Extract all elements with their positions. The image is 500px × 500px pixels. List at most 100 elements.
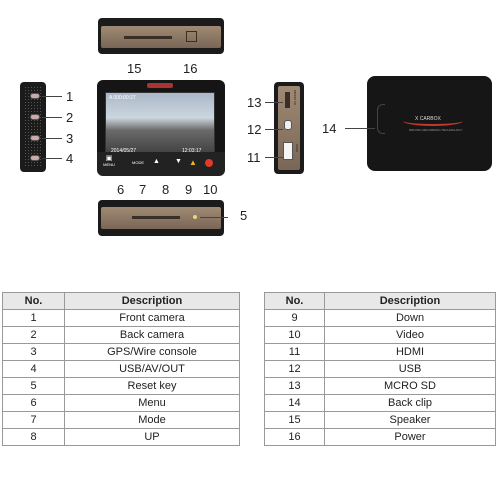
no-header: No. xyxy=(2,292,65,310)
power-button[interactable] xyxy=(186,31,197,42)
menu-icon: ▣ xyxy=(105,155,113,162)
up-button[interactable]: ▲ xyxy=(153,158,160,165)
leader-5 xyxy=(200,217,228,218)
row-number: 16 xyxy=(264,428,325,446)
mode-label: MODE xyxy=(132,160,144,165)
callout-6: 6 xyxy=(117,182,125,197)
callout-10: 10 xyxy=(203,182,218,197)
screen-timer: A 000:00:27 xyxy=(109,95,136,101)
callout-2: 2 xyxy=(66,110,74,125)
row-number: 6 xyxy=(2,394,65,412)
callout-4: 4 xyxy=(66,151,74,166)
table-header-row: No. Description xyxy=(2,292,240,310)
row-number: 7 xyxy=(2,411,65,429)
row-description: Reset key xyxy=(64,377,240,395)
usb-port[interactable] xyxy=(284,120,292,130)
row-description: Menu xyxy=(64,394,240,412)
screen: A 000:00:27 2014/05/27 12:03:17 xyxy=(105,92,215,156)
micro-sd-label: MICRO SD xyxy=(293,90,297,105)
leader-13 xyxy=(265,102,283,103)
leader-11 xyxy=(265,157,283,158)
row-number: 12 xyxy=(264,360,325,378)
leader-2 xyxy=(42,117,62,118)
bottom-view-device xyxy=(98,200,224,236)
back-clip-notch xyxy=(377,104,385,134)
callout-5: 5 xyxy=(240,208,248,223)
front-camera-port xyxy=(30,93,40,99)
gps-port xyxy=(30,135,40,141)
row-number: 5 xyxy=(2,377,65,395)
callout-12: 12 xyxy=(247,122,262,137)
warning-icon: ▲ xyxy=(189,158,197,167)
row-description: USB xyxy=(324,360,496,378)
leader-12 xyxy=(265,129,283,130)
row-description: Power xyxy=(324,428,496,446)
row-number: 9 xyxy=(264,309,325,327)
leader-14 xyxy=(345,128,375,129)
description-header: Description xyxy=(324,292,496,310)
bottom-slot xyxy=(132,216,180,219)
leader-4 xyxy=(42,158,62,159)
row-description: GPS/Wire console xyxy=(64,343,240,361)
screen-logo xyxy=(147,83,173,88)
callout-8: 8 xyxy=(162,182,170,197)
callout-14: 14 xyxy=(322,121,337,136)
hdmi-port[interactable] xyxy=(283,142,293,160)
row-description: Down xyxy=(324,309,496,327)
micro-sd-slot[interactable] xyxy=(285,92,290,108)
callout-1: 1 xyxy=(66,89,74,104)
callout-13: 13 xyxy=(247,95,262,110)
left-side-device xyxy=(20,82,46,172)
top-view-device xyxy=(98,18,224,54)
menu-label: MENU xyxy=(103,162,115,167)
reset-key[interactable] xyxy=(193,215,197,219)
row-number: 2 xyxy=(2,326,65,344)
hdmi-label: HDMI xyxy=(295,144,299,152)
back-logo-tagline: DRIVING RECORDING TECHNOLOGY xyxy=(409,128,463,132)
video-button[interactable] xyxy=(205,159,213,167)
row-number: 15 xyxy=(264,411,325,429)
right-side-device: MICRO SD HDMI xyxy=(274,82,304,174)
row-description: Mode xyxy=(64,411,240,429)
screen-time: 12:03:17 xyxy=(182,148,202,154)
row-number: 10 xyxy=(264,326,325,344)
screen-date: 2014/05/27 xyxy=(111,148,137,154)
callout-16: 16 xyxy=(183,61,198,76)
menu-button[interactable]: ▣ MENU xyxy=(101,154,117,172)
row-description: Video xyxy=(324,326,496,344)
row-description: Front camera xyxy=(64,309,240,327)
down-button[interactable]: ▼ xyxy=(175,158,182,165)
callout-7: 7 xyxy=(139,182,147,197)
leader-3 xyxy=(42,138,62,139)
row-number: 14 xyxy=(264,394,325,412)
callout-3: 3 xyxy=(66,131,74,146)
callout-11: 11 xyxy=(247,150,261,165)
callout-9: 9 xyxy=(185,182,193,197)
mode-button[interactable]: MODE xyxy=(130,160,146,165)
no-header: No. xyxy=(264,292,325,310)
row-number: 11 xyxy=(264,343,325,361)
callout-15: 15 xyxy=(127,61,142,76)
table-header-row: No. Description xyxy=(264,292,496,310)
leader-1 xyxy=(42,96,62,97)
back-logo-swoosh xyxy=(403,116,463,126)
back-device: X CARBOX DRIVING RECORDING TECHNOLOGY xyxy=(367,76,492,171)
row-description: USB/AV/OUT xyxy=(64,360,240,378)
